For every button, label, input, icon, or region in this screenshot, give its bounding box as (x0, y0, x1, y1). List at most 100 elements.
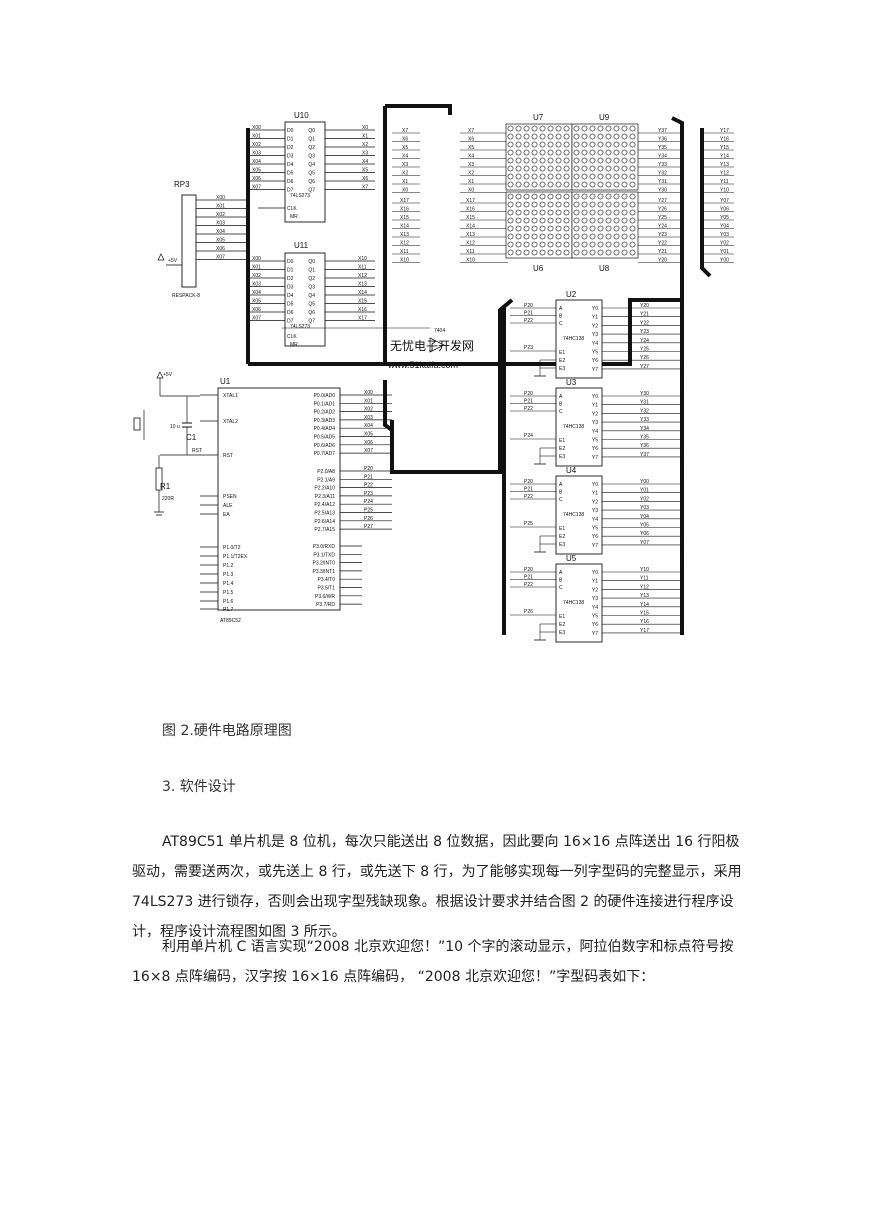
u1-p3-pin: P3.3/INT1 (312, 569, 335, 575)
led-dot (555, 233, 562, 240)
res-ref: R1 (160, 482, 171, 491)
decoder-u2-out-pin: Y3 (592, 332, 598, 338)
led-dot (621, 165, 628, 172)
led-dot (605, 201, 612, 208)
led-dot (523, 241, 530, 248)
x-lo-label-left: X10 (400, 258, 409, 264)
led-dot (531, 165, 538, 172)
decoder-u4-in-net: P22 (524, 494, 533, 500)
y-far-top-label: Y13 (720, 162, 729, 168)
section-heading: 3. 软件设计 (162, 779, 236, 795)
pin-label: E3 (559, 454, 565, 460)
u1-p0-pin: P0.6/AD6 (314, 443, 336, 449)
pin-label: A (559, 482, 563, 488)
pin-label: E3 (559, 542, 565, 548)
rp3-part: RESPACK-8 (172, 293, 200, 299)
rp3-net-label: X04 (216, 229, 225, 235)
led-dot (581, 209, 588, 216)
decoder-u3-in-net: P20 (524, 391, 533, 397)
rp3-ref: RP3 (174, 180, 190, 189)
y-far-top-label: Y11 (720, 179, 729, 185)
u11-out-label: X13 (358, 282, 367, 288)
u1-p2-net: P27 (364, 524, 373, 530)
led-dot (581, 217, 588, 224)
led-dot (507, 201, 514, 208)
reset-button (133, 417, 141, 431)
u10-out-label: X1 (362, 134, 368, 140)
x-lo-label-right: X15 (466, 215, 475, 221)
pin-label: E1 (559, 614, 565, 620)
led-dot (629, 173, 636, 180)
u1-p2-net: P24 (364, 499, 373, 505)
led-dot (523, 133, 530, 140)
decoder-u4-out-net: Y04 (640, 514, 649, 520)
decoder-u3-sel-net: P24 (524, 433, 533, 439)
watermark-cn: 无忧电子开发网 (390, 338, 474, 353)
u1-p3-pin: P3.2/INT0 (312, 561, 335, 567)
led-dot (531, 133, 538, 140)
decoder-u3-ref: U3 (566, 378, 577, 387)
led-dot (621, 149, 628, 156)
led-dot (589, 173, 596, 180)
led-dot (547, 241, 554, 248)
led-dot (507, 249, 514, 256)
led-dot (573, 241, 580, 248)
decoder-u4-sel-net: P25 (524, 521, 533, 527)
u1-part: AT89C52 (220, 618, 241, 624)
led-dot (523, 201, 530, 208)
led-dot (573, 165, 580, 172)
u1-p0-net: X03 (364, 415, 373, 421)
matrix-u8-ref: U8 (599, 264, 610, 273)
pin-label: Q1 (308, 137, 315, 143)
u10-part: 74LS273 (290, 193, 310, 199)
u10-out-label: X5 (362, 168, 368, 174)
u1-p0-net: X02 (364, 407, 373, 413)
pin-label: Q6 (308, 310, 315, 316)
led-dot (515, 141, 522, 148)
y-far-top-label: Y10 (720, 188, 729, 194)
x-lo-label-left: X16 (400, 207, 409, 213)
pin-label: B (559, 490, 563, 496)
led-dot (507, 133, 514, 140)
led-dot (531, 181, 538, 188)
led-dot (515, 209, 522, 216)
led-dot (563, 165, 570, 172)
decoder-u3-out-net: Y37 (640, 452, 649, 458)
y-right-mid-label: Y22 (658, 241, 667, 247)
led-dot (507, 173, 514, 180)
decoder-u4-part: 74HC138 (563, 512, 584, 518)
led-dot (539, 181, 546, 188)
u1-p2-net: P22 (364, 483, 373, 489)
u10-body (284, 121, 326, 223)
decoder-u2-in-net: P22 (524, 318, 533, 324)
led-dot (613, 173, 620, 180)
matrix-u9 (571, 123, 639, 191)
led-dot (597, 133, 604, 140)
pin-label: Q3 (308, 154, 315, 160)
pin-label: D5 (287, 302, 294, 308)
decoder-u5-out-net: Y17 (640, 628, 649, 634)
decoder-u3-out-net: Y34 (640, 426, 649, 432)
u1-p0-pin: P0.2/AD2 (314, 410, 336, 416)
pin-label: Q5 (308, 302, 315, 308)
u1-left-pin: P1.6 (223, 599, 234, 605)
led-dot (629, 249, 636, 256)
decoder-u3-out-pin: Y2 (592, 411, 598, 417)
led-dot (547, 149, 554, 156)
rp3-net-label: X05 (216, 238, 225, 244)
pin-label: E2 (559, 446, 565, 452)
led-dot (555, 141, 562, 148)
u1-p0-net: X00 (364, 390, 373, 396)
decoder-u2-out-pin: Y2 (592, 323, 598, 329)
led-dot (539, 241, 546, 248)
led-dot (555, 193, 562, 200)
u11-body (284, 252, 326, 347)
decoder-u3-out-net: Y30 (640, 391, 649, 397)
decoder-u5-out-pin: Y3 (592, 596, 598, 602)
led-dot (563, 181, 570, 188)
led-dot (573, 225, 580, 232)
decoder-u2-out-pin: Y5 (592, 350, 598, 356)
u11-part: 74LS273 (290, 324, 310, 330)
led-dot (531, 209, 538, 216)
